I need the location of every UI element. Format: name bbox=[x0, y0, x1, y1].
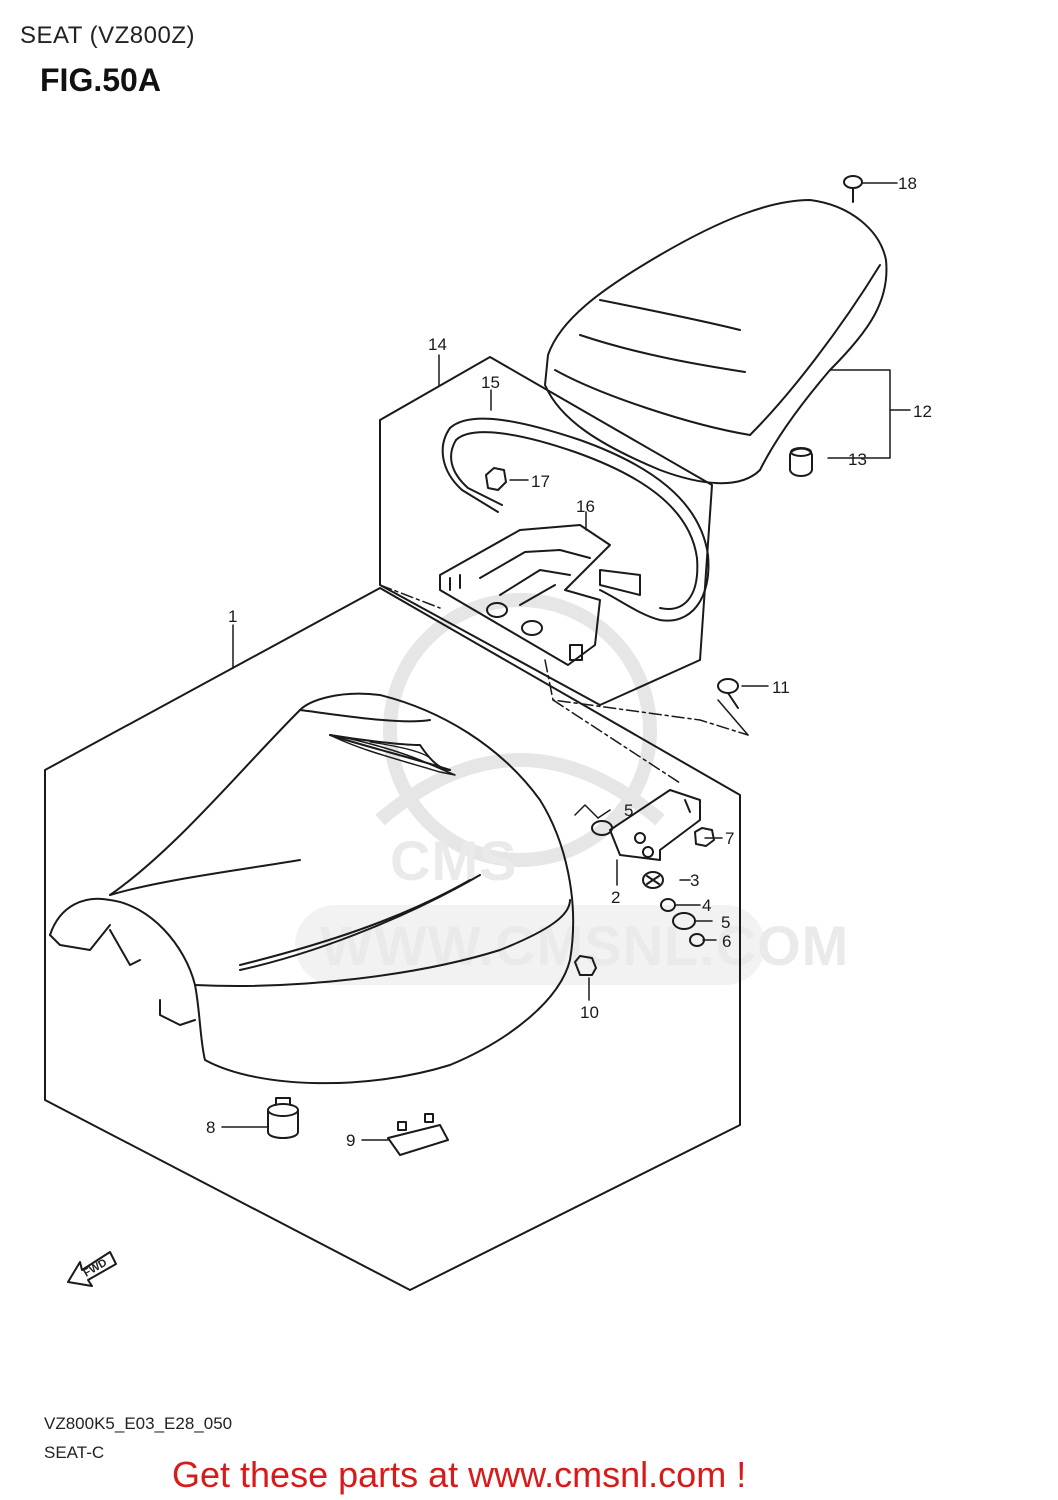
callout-7: 7 bbox=[725, 829, 734, 848]
callout-11: 11 bbox=[772, 678, 790, 697]
cmsnl-link[interactable]: Get these parts at www.cmsnl.com ! bbox=[172, 1454, 747, 1495]
callout-18: 18 bbox=[898, 174, 917, 193]
hinge-plate bbox=[609, 789, 701, 861]
grommet-3 bbox=[642, 871, 664, 889]
callout-14: 14 bbox=[428, 335, 447, 354]
watermark-text: WWW.CMSNL.COM bbox=[320, 914, 849, 977]
bolt-18 bbox=[843, 175, 863, 203]
callout-1: 1 bbox=[228, 607, 237, 626]
diagram-code: VZ800K5_E03_E28_050 bbox=[44, 1414, 233, 1433]
leader-lines bbox=[221, 182, 911, 1141]
callout-2: 2 bbox=[611, 888, 620, 907]
section-title: SEAT (VZ800Z) bbox=[20, 22, 195, 49]
nut-7 bbox=[694, 827, 715, 847]
washer-5-upper bbox=[591, 820, 613, 836]
figure-title: FIG.50A bbox=[40, 62, 161, 98]
callout-12: 12 bbox=[913, 402, 932, 421]
cushion-10 bbox=[574, 955, 597, 976]
seat-emblem bbox=[329, 734, 456, 776]
callout-8: 8 bbox=[206, 1118, 215, 1137]
cushion-8 bbox=[267, 1097, 299, 1139]
callout-10: 10 bbox=[580, 1003, 599, 1022]
rider-seat bbox=[49, 692, 575, 1085]
callout-13: 13 bbox=[848, 450, 867, 469]
callout-4: 4 bbox=[702, 896, 711, 915]
callout-15: 15 bbox=[481, 373, 500, 392]
watermark-letters: CMS bbox=[390, 829, 517, 892]
bolt-11 bbox=[717, 678, 739, 709]
callout-9: 9 bbox=[346, 1131, 355, 1150]
callout-5-lower: 5 bbox=[721, 913, 730, 932]
nut-17 bbox=[485, 467, 507, 491]
cushion-13 bbox=[789, 447, 813, 477]
strap-band bbox=[441, 417, 710, 622]
callout-3: 3 bbox=[690, 871, 699, 890]
callout-16: 16 bbox=[576, 497, 595, 516]
callout-17: 17 bbox=[531, 472, 550, 491]
seat-bracket bbox=[439, 524, 641, 666]
diagram-name: SEAT-C bbox=[44, 1443, 105, 1462]
callout-6: 6 bbox=[722, 932, 731, 951]
forward-direction-arrow: FWD bbox=[67, 1251, 117, 1287]
pillion-seat bbox=[544, 199, 888, 485]
cmsnl-watermark bbox=[295, 593, 765, 985]
cushion-9 bbox=[387, 1113, 449, 1156]
seat-assembly-outline bbox=[44, 587, 741, 1291]
callout-5-upper: 5 bbox=[624, 801, 633, 820]
